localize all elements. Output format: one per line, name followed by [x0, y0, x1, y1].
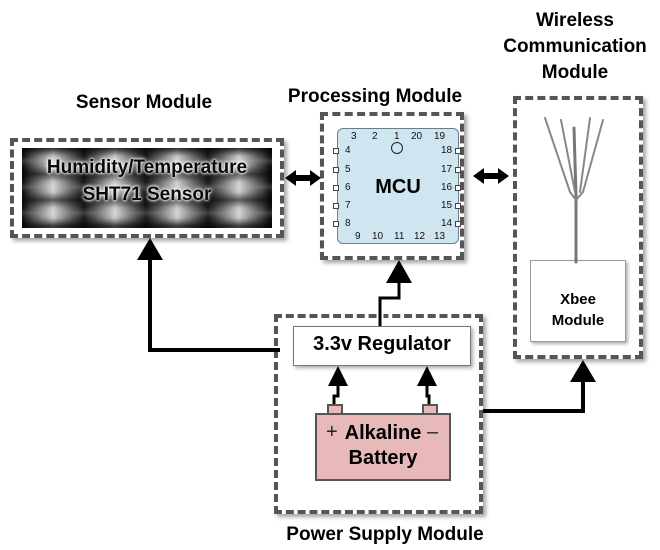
battery-label: Alkaline Battery [315, 421, 451, 471]
mcu-pin-left: 8 [345, 218, 351, 229]
processing-module-title: Processing Module [287, 86, 463, 107]
sensor-label: Humidity/Temperature SHT71 Sensor [22, 154, 272, 208]
battery-label-line1: Alkaline [344, 422, 422, 444]
mcu-pin-top: 1 [394, 131, 400, 142]
battery-to-xbee-arrow [483, 360, 596, 413]
mcu-pin-left: 7 [345, 200, 351, 211]
mcu-pin-bottom: 10 [372, 231, 384, 242]
wireless-module-title-line3: Module [541, 62, 609, 83]
sensor-module-box [10, 138, 284, 238]
mcu-pin-tab [455, 221, 461, 227]
mcu-pin-right: 18 [441, 145, 453, 156]
battery-label-line2: Battery [348, 447, 418, 469]
mcu-pin-left: 5 [345, 164, 351, 175]
mcu-wireless-double-arrow [473, 168, 509, 184]
mcu-pin-tab [333, 185, 339, 191]
antenna-icon [544, 117, 604, 264]
sensor-texture [22, 148, 272, 228]
regulator-to-sensor-arrow [137, 238, 280, 352]
xbee-label: Xbee Module [530, 289, 626, 331]
battery-to-regulator-arrow-right [417, 366, 437, 404]
processing-module-box [320, 112, 464, 260]
mcu-label: MCU [375, 176, 421, 198]
battery-minus-sign: – [427, 421, 439, 443]
mcu-pin-bottom: 9 [355, 231, 361, 242]
mcu-pin-tab [455, 167, 461, 173]
mcu-pin-left: 6 [345, 182, 351, 193]
regulator-to-mcu-arrow [376, 260, 412, 326]
sensor-mcu-double-arrow [285, 170, 321, 186]
regulator-label: 3.3v Regulator [313, 333, 451, 355]
xbee-label-line2: Module [551, 312, 605, 329]
xbee-module-box [530, 260, 626, 342]
battery-to-regulator-arrow-left [328, 366, 348, 404]
battery-plus-sign: + [326, 421, 338, 443]
mcu-pin1-marker [391, 142, 403, 154]
mcu-pin-tab [333, 167, 339, 173]
mcu-pin-tab [455, 148, 461, 154]
mcu-pin-right: 14 [441, 218, 453, 229]
sensor-module-title: Sensor Module [75, 92, 213, 113]
mcu-pin-right: 16 [441, 182, 453, 193]
wireless-module-box [513, 96, 643, 359]
mcu-pin-top: 2 [372, 131, 378, 142]
mcu-pin-tab [333, 148, 339, 154]
wireless-module-title-line2: Communication [503, 36, 647, 57]
power-module-title: Power Supply Module [286, 524, 484, 545]
mcu-pin-top: 19 [434, 131, 446, 142]
battery-body [315, 413, 451, 481]
mcu-pin-right: 15 [441, 200, 453, 211]
mcu-pin-tab [455, 203, 461, 209]
mcu-pin-tab [333, 203, 339, 209]
sensor-label-line2: SHT71 Sensor [82, 184, 212, 205]
mcu-pin-tab [455, 185, 461, 191]
mcu-pin-top: 20 [411, 131, 423, 142]
mcu-pin-left: 4 [345, 145, 351, 156]
mcu-pin-bottom: 12 [414, 231, 426, 242]
regulator-box [293, 326, 471, 366]
wireless-module-title-line1: Wireless [536, 10, 614, 31]
sensor-label-line1: Humidity/Temperature [46, 157, 248, 178]
xbee-label-line1: Xbee [560, 291, 596, 308]
mcu-pin-bottom: 11 [394, 231, 405, 242]
mcu-pin-top: 3 [351, 131, 357, 142]
mcu-pin-right: 17 [441, 164, 453, 175]
mcu-pin-tab [333, 221, 339, 227]
mcu-pin-bottom: 13 [434, 231, 446, 242]
